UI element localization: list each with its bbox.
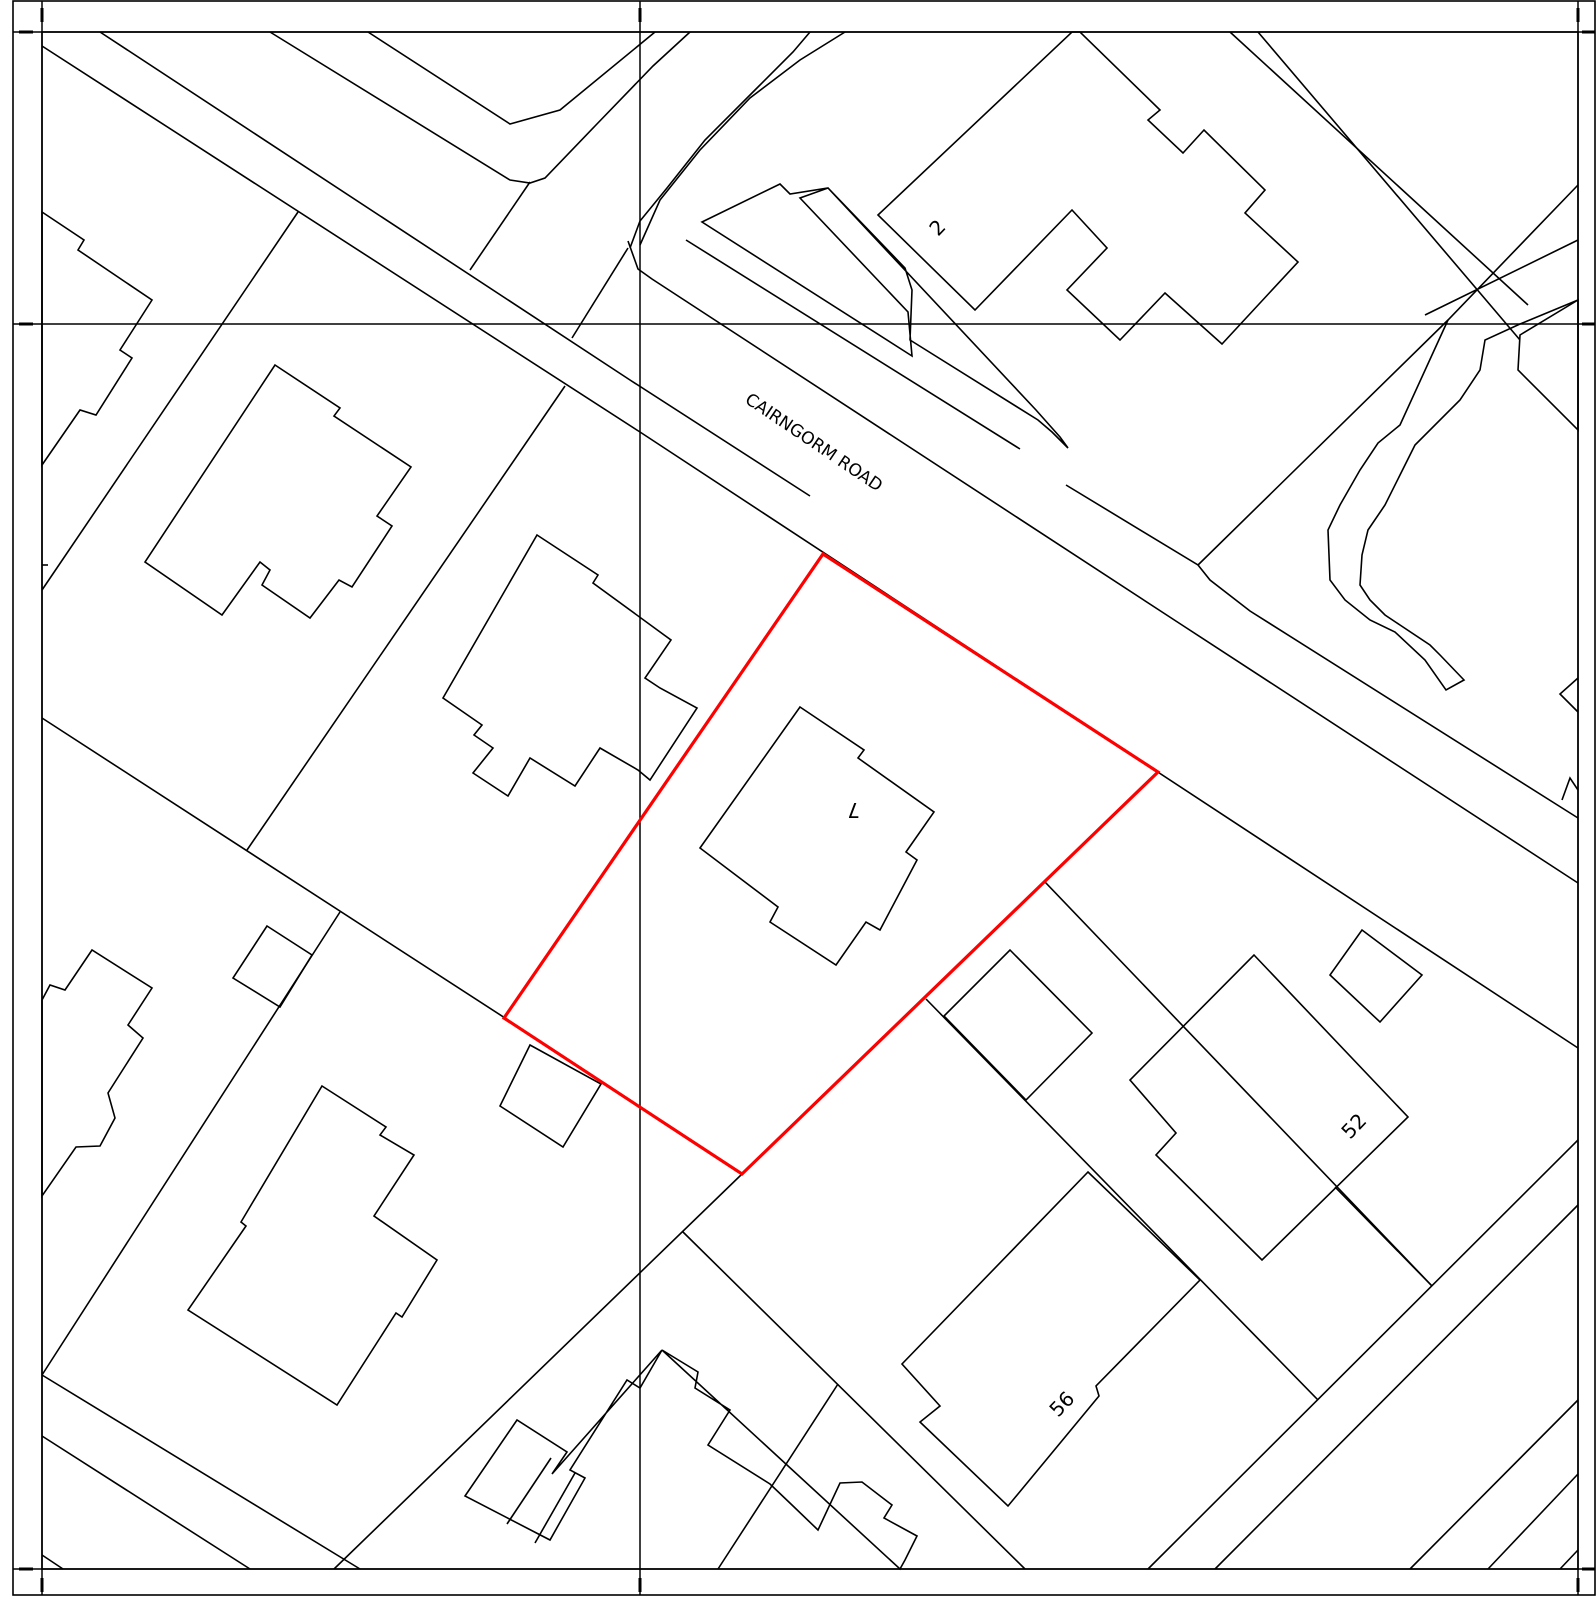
building-outlines <box>41 31 1579 1571</box>
house-number-label: 7 <box>847 798 860 822</box>
site-boundary <box>501 551 1161 1177</box>
building <box>41 948 154 1199</box>
building <box>942 948 1094 1102</box>
building <box>1128 953 1410 1262</box>
building <box>441 533 699 798</box>
house-number-label: 52 <box>1336 1108 1371 1143</box>
building <box>231 924 314 1009</box>
outer-frame <box>12 0 1596 1596</box>
property-boundaries <box>41 181 1579 1570</box>
grid-lines <box>13 1 1595 1595</box>
grid-ticks <box>19 8 1595 1592</box>
building <box>41 210 154 468</box>
house-number-label: 2 <box>924 215 950 241</box>
building <box>498 1043 603 1149</box>
building <box>876 31 1300 346</box>
building <box>661 1349 919 1571</box>
driveway-lines <box>1197 184 1579 692</box>
building <box>900 1170 1202 1508</box>
building <box>463 1349 663 1542</box>
building <box>186 1084 439 1407</box>
house-number-label: 56 <box>1044 1386 1079 1421</box>
road-lines <box>41 31 1579 1049</box>
building <box>700 183 1069 449</box>
building <box>1328 928 1424 1024</box>
building <box>1517 298 1579 432</box>
building <box>143 363 413 620</box>
building <box>698 705 936 967</box>
map-border <box>41 31 1579 1570</box>
road-name-label: CAIRNGORM ROAD <box>741 390 886 497</box>
